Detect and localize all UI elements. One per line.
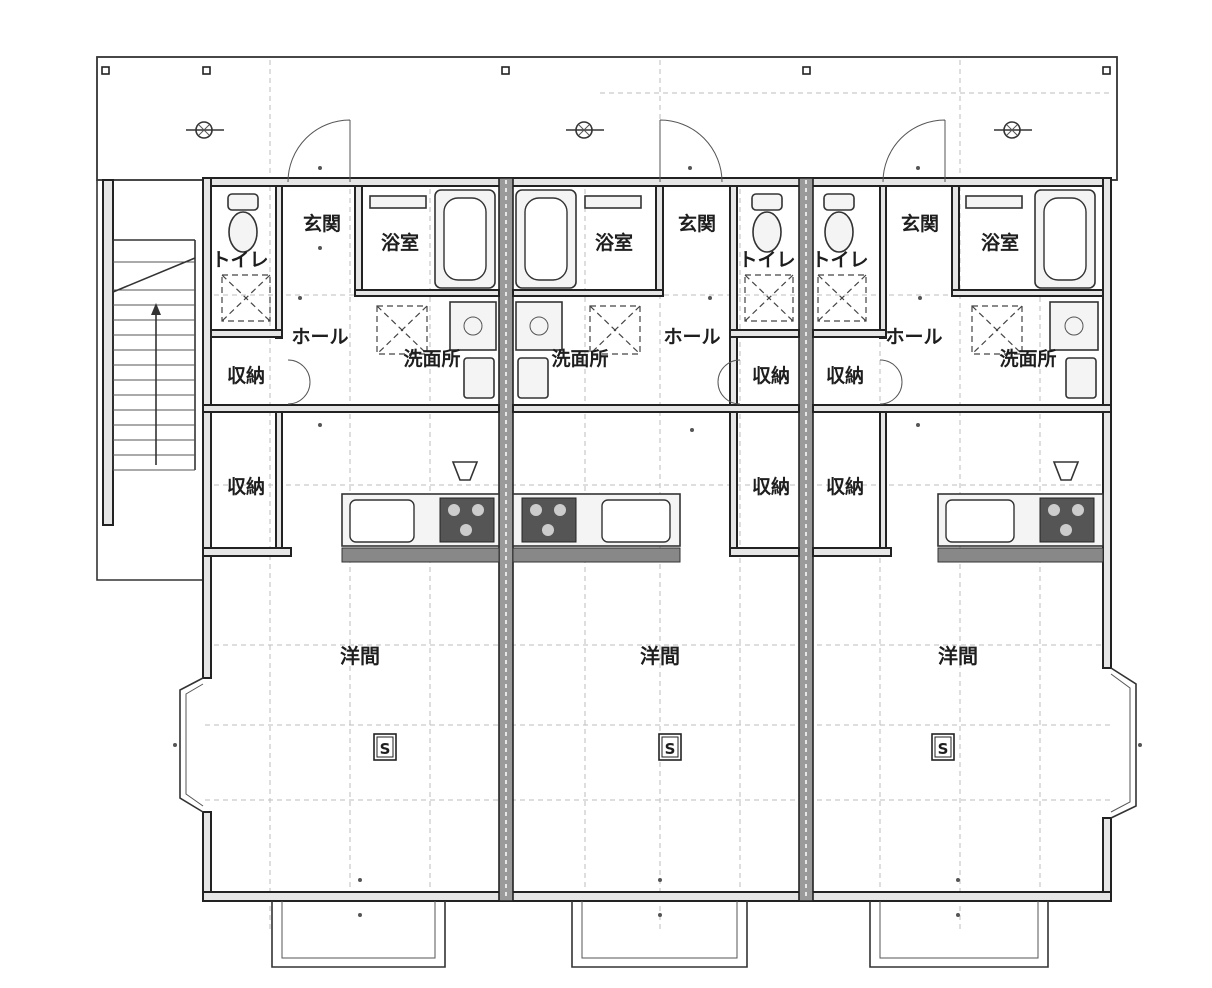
room-label-bath: 浴室 (381, 231, 419, 254)
ventilation-fan-icon (221, 274, 271, 322)
room-label-washroom: 洗面所 (999, 347, 1056, 370)
range-hood-icon (451, 461, 479, 481)
sink-icon (349, 499, 415, 543)
interior-partitions (202, 185, 1112, 557)
staircase (96, 179, 205, 581)
room-label-toilet: トイレ (811, 249, 868, 271)
unit-2-labels: トイレ 玄関 浴室 ホール 洗面所 収納 収納 洋間 S (551, 212, 796, 761)
toilet-icon (227, 193, 259, 253)
room-label-storage: 収納 (826, 364, 864, 387)
smoke-detector-label: S (665, 740, 676, 758)
bathtub-icon (434, 189, 496, 289)
room-label-entrance: 玄関 (901, 212, 939, 235)
washing-machine-pan (515, 301, 563, 351)
sink-icon (601, 499, 671, 543)
smoke-detector-icon: S (658, 733, 682, 761)
room-label-living: 洋間 (640, 644, 680, 668)
ventilation-fan-icon (376, 305, 428, 355)
ventilation-fan-icon (817, 274, 867, 322)
room-label-hall: ホール (291, 326, 348, 348)
shelf (584, 195, 642, 209)
shelf (965, 195, 1023, 209)
shelf (369, 195, 427, 209)
room-label-entrance: 玄関 (678, 212, 716, 235)
wash-basin-icon (1065, 357, 1097, 399)
kitchen-counter (937, 493, 1104, 563)
bathtub-icon (515, 189, 577, 289)
smoke-detector-label: S (380, 740, 391, 758)
party-walls (498, 177, 814, 902)
room-label-washroom: 洗面所 (551, 347, 608, 370)
room-label-bath: 浴室 (595, 231, 633, 254)
room-label-washroom: 洗面所 (403, 347, 460, 370)
bathtub-icon (1034, 189, 1096, 289)
room-label-storage: 収納 (826, 475, 864, 498)
kitchen-counter (512, 493, 681, 563)
room-label-entrance: 玄関 (303, 212, 341, 235)
toilet-icon (751, 193, 783, 253)
up-arrow-icon (151, 303, 161, 315)
ventilation-fan-icon (744, 274, 794, 322)
wash-basin-icon (517, 357, 549, 399)
corridor (96, 56, 1118, 195)
smoke-detector-icon: S (931, 733, 955, 761)
room-label-storage: 収納 (227, 364, 265, 387)
unit-3-labels: トイレ 玄関 浴室 ホール 洗面所 収納 収納 洋間 S (811, 212, 1057, 761)
room-label-living: 洋間 (340, 644, 380, 668)
unit-3-fixtures (817, 189, 1104, 563)
room-label-living: 洋間 (938, 644, 978, 668)
room-label-storage: 収納 (752, 364, 790, 387)
washing-machine-pan (1049, 301, 1099, 351)
ceiling-light-icon (566, 121, 604, 139)
room-label-hall: ホール (885, 326, 942, 348)
ventilation-fan-icon (589, 305, 641, 355)
room-label-toilet: トイレ (211, 249, 268, 271)
doors (287, 119, 946, 405)
room-label-bath: 浴室 (981, 231, 1019, 254)
kitchen-counter (341, 493, 500, 563)
ceiling-light-icon (186, 121, 224, 139)
balconies (271, 901, 1049, 968)
unit-1-labels: トイレ 玄関 浴室 ホール 洗面所 収納 収納 洋間 S (211, 212, 461, 761)
building-walls (179, 177, 1137, 902)
room-label-toilet: トイレ (738, 249, 795, 271)
wash-basin-icon (463, 357, 495, 399)
sink-icon (945, 499, 1015, 543)
outlet-markers (173, 166, 1142, 917)
ceiling-light-icon (994, 121, 1032, 139)
washing-machine-pan (449, 301, 497, 351)
room-label-hall: ホール (663, 326, 720, 348)
room-label-storage: 収納 (227, 475, 265, 498)
smoke-detector-icon: S (373, 733, 397, 761)
room-label-storage: 収納 (752, 475, 790, 498)
ventilation-fan-icon (971, 305, 1023, 355)
unit-1-fixtures (221, 189, 500, 563)
unit-2-fixtures (512, 189, 794, 563)
range-hood-icon (1052, 461, 1080, 481)
smoke-detector-label: S (938, 740, 949, 758)
toilet-icon (823, 193, 855, 253)
